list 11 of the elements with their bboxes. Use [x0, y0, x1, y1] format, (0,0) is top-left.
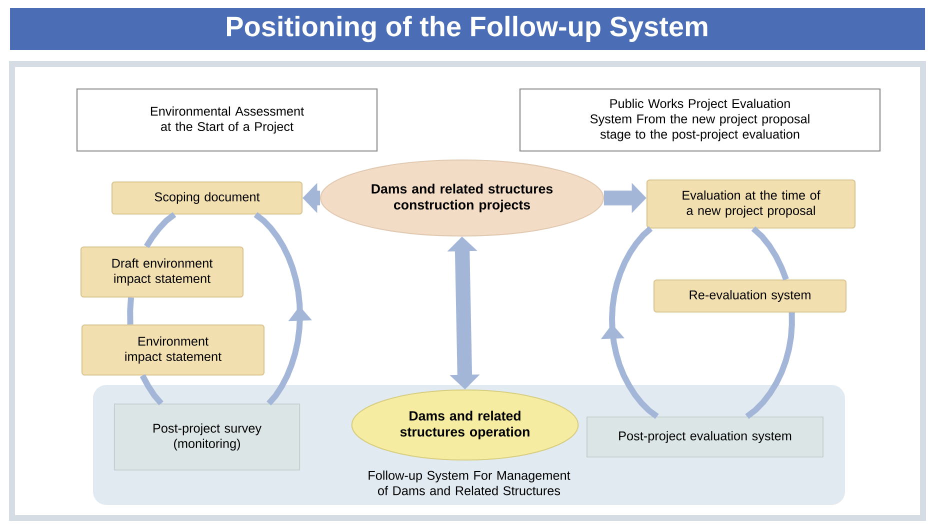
cycle-arrow [600, 226, 659, 419]
header-box: Public Works Project Evaluation System From the new project proposal stage to the post-project evaluation [519, 88, 881, 152]
step-box: Scoping document [111, 181, 303, 215]
header-box: Environmental Assessment at the Start of a Project [76, 88, 378, 152]
step-box: Draft environment impact statement [80, 246, 244, 298]
step-box: Re-evaluation system [653, 279, 847, 313]
step-box: Evaluation at the time of a new project proposal [646, 179, 856, 229]
title-banner: Positioning of the Follow-up System [10, 8, 925, 50]
system-box: Post-project evaluation system [586, 416, 824, 458]
system-box: Post-project survey (monitoring) [114, 403, 300, 471]
step-box: Environment impact statement [81, 324, 265, 376]
